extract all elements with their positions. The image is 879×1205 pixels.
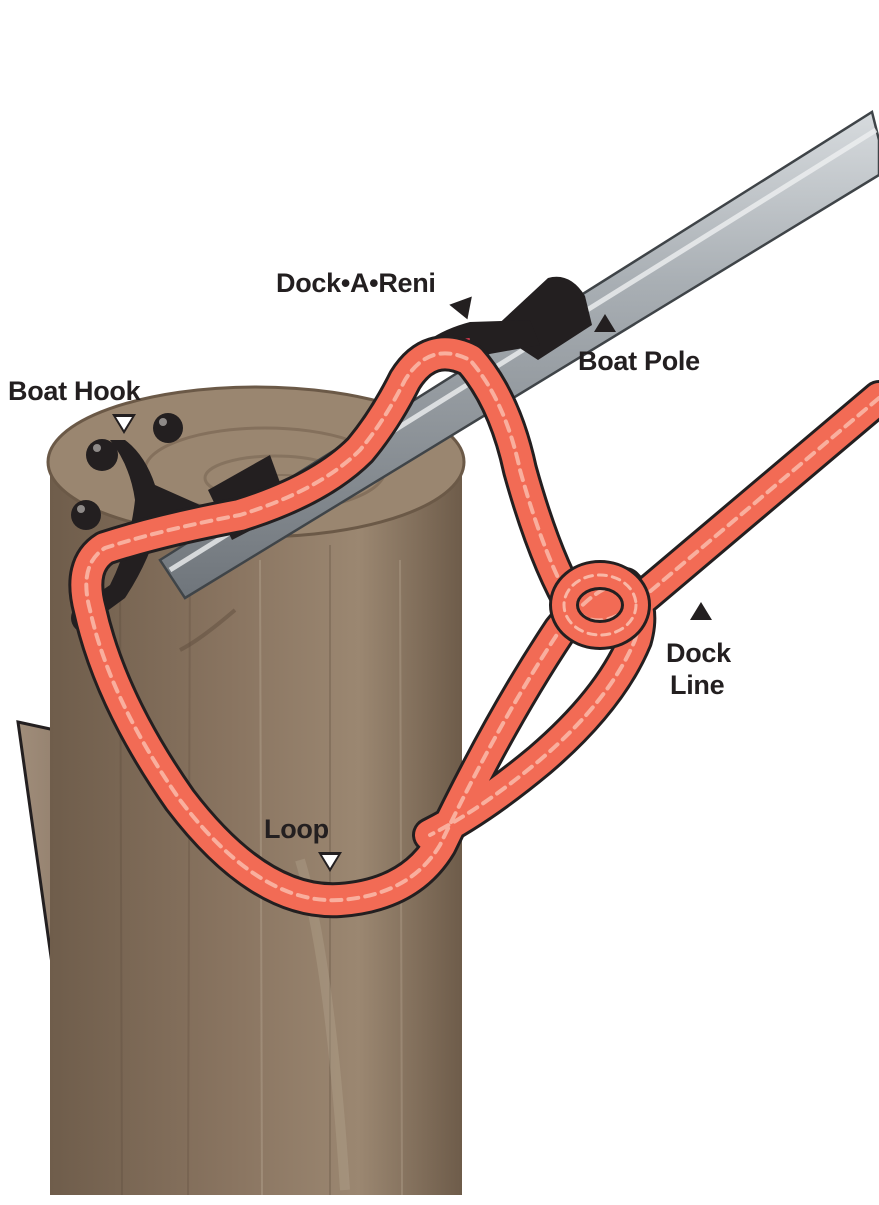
label-boat-hook: Boat Hook <box>8 376 141 406</box>
pointer-boat-hook-icon <box>112 414 136 434</box>
dock-line-rope <box>68 335 879 919</box>
label-dock-line-2: Line <box>670 670 725 700</box>
label-dock-a-reni: Dock•A•Reni <box>276 268 436 298</box>
label-boat-pole: Boat Pole <box>578 346 700 376</box>
pointer-dock-line-icon <box>690 602 712 620</box>
pointer-boat-pole-icon <box>594 314 616 332</box>
label-loop: Loop <box>264 814 329 844</box>
pointer-loop-icon <box>318 852 342 872</box>
label-dock-line-1: Dock <box>666 638 731 668</box>
